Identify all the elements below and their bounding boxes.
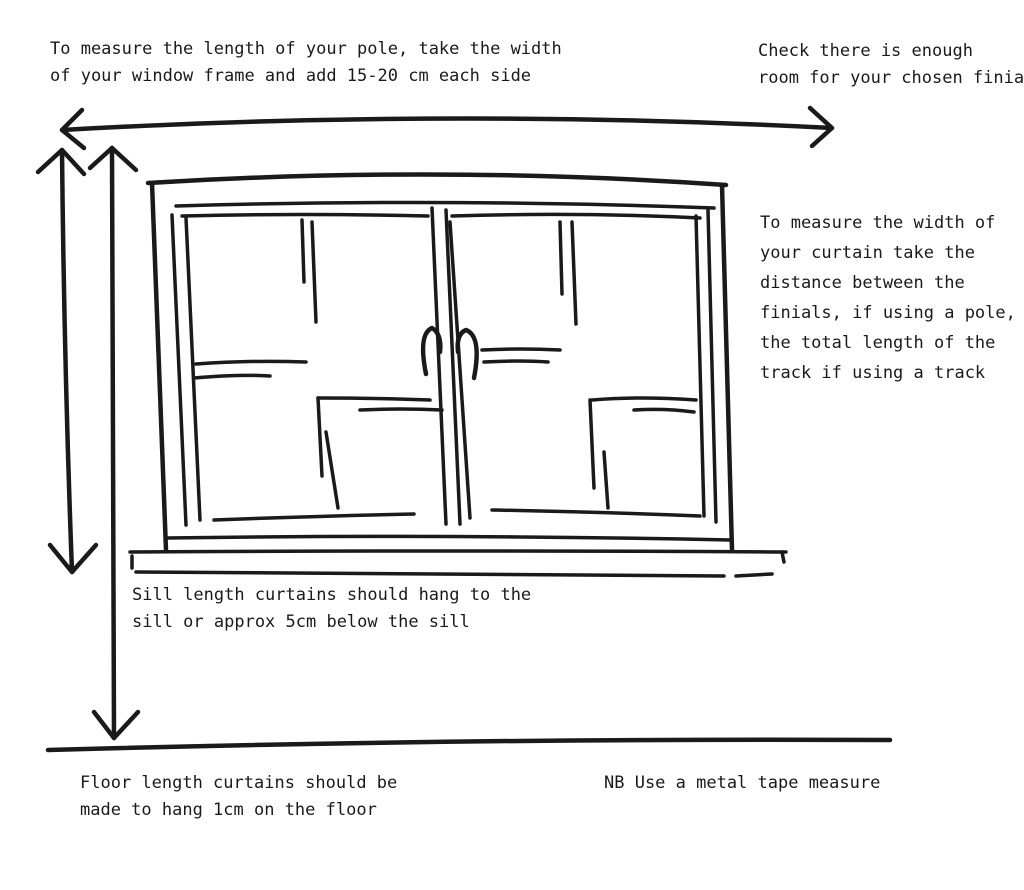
right-window-pane — [448, 214, 706, 520]
sill-length-line-1: Sill length curtains should hang to the — [132, 585, 532, 605]
sill-length-line-2: sill or approx 5cm below the sill — [132, 612, 470, 632]
left-window-pane — [184, 216, 444, 522]
curtain-width-line-4: finials, if using a pole, or — [760, 303, 1024, 323]
sill-length-note: Sill length curtains should hang to the … — [132, 582, 531, 636]
pole-length-line-2: of your window frame and add 15-20 cm ea… — [50, 66, 532, 86]
window-sill — [128, 549, 788, 578]
pole-length-note: To measure the length of your pole, take… — [50, 36, 562, 90]
curtain-width-line-6: track if using a track — [760, 363, 986, 383]
curtain-width-line-5: the total length of the — [760, 333, 996, 353]
floor-height-arrow — [87, 145, 141, 741]
tape-measure-note: NB Use a metal tape measure — [604, 770, 880, 797]
sill-height-arrow — [35, 147, 99, 575]
pole-width-arrow — [59, 105, 835, 151]
finial-check-line-2: room for your chosen finial — [758, 68, 1024, 88]
tape-measure-line-1: NB Use a metal tape measure — [604, 773, 881, 793]
window-frame — [145, 172, 735, 553]
floor-line — [45, 737, 893, 753]
pole-length-line-1: To measure the length of your pole, take… — [50, 39, 562, 59]
curtain-width-line-1: To measure the width of — [760, 213, 996, 233]
center-mullion — [430, 206, 462, 526]
window-handles — [420, 325, 479, 381]
floor-length-note: Floor length curtains should be made to … — [80, 770, 397, 824]
finial-check-line-1: Check there is enough — [758, 41, 973, 61]
curtain-width-line-2: your curtain take the — [760, 243, 975, 263]
curtain-width-note: To measure the width of your curtain tak… — [760, 208, 1024, 388]
floor-length-line-2: made to hang 1cm on the floor — [80, 800, 377, 820]
finial-check-note: Check there is enough room for your chos… — [758, 38, 1024, 92]
curtain-width-line-3: distance between the — [760, 273, 965, 293]
floor-length-line-1: Floor length curtains should be — [80, 773, 398, 793]
